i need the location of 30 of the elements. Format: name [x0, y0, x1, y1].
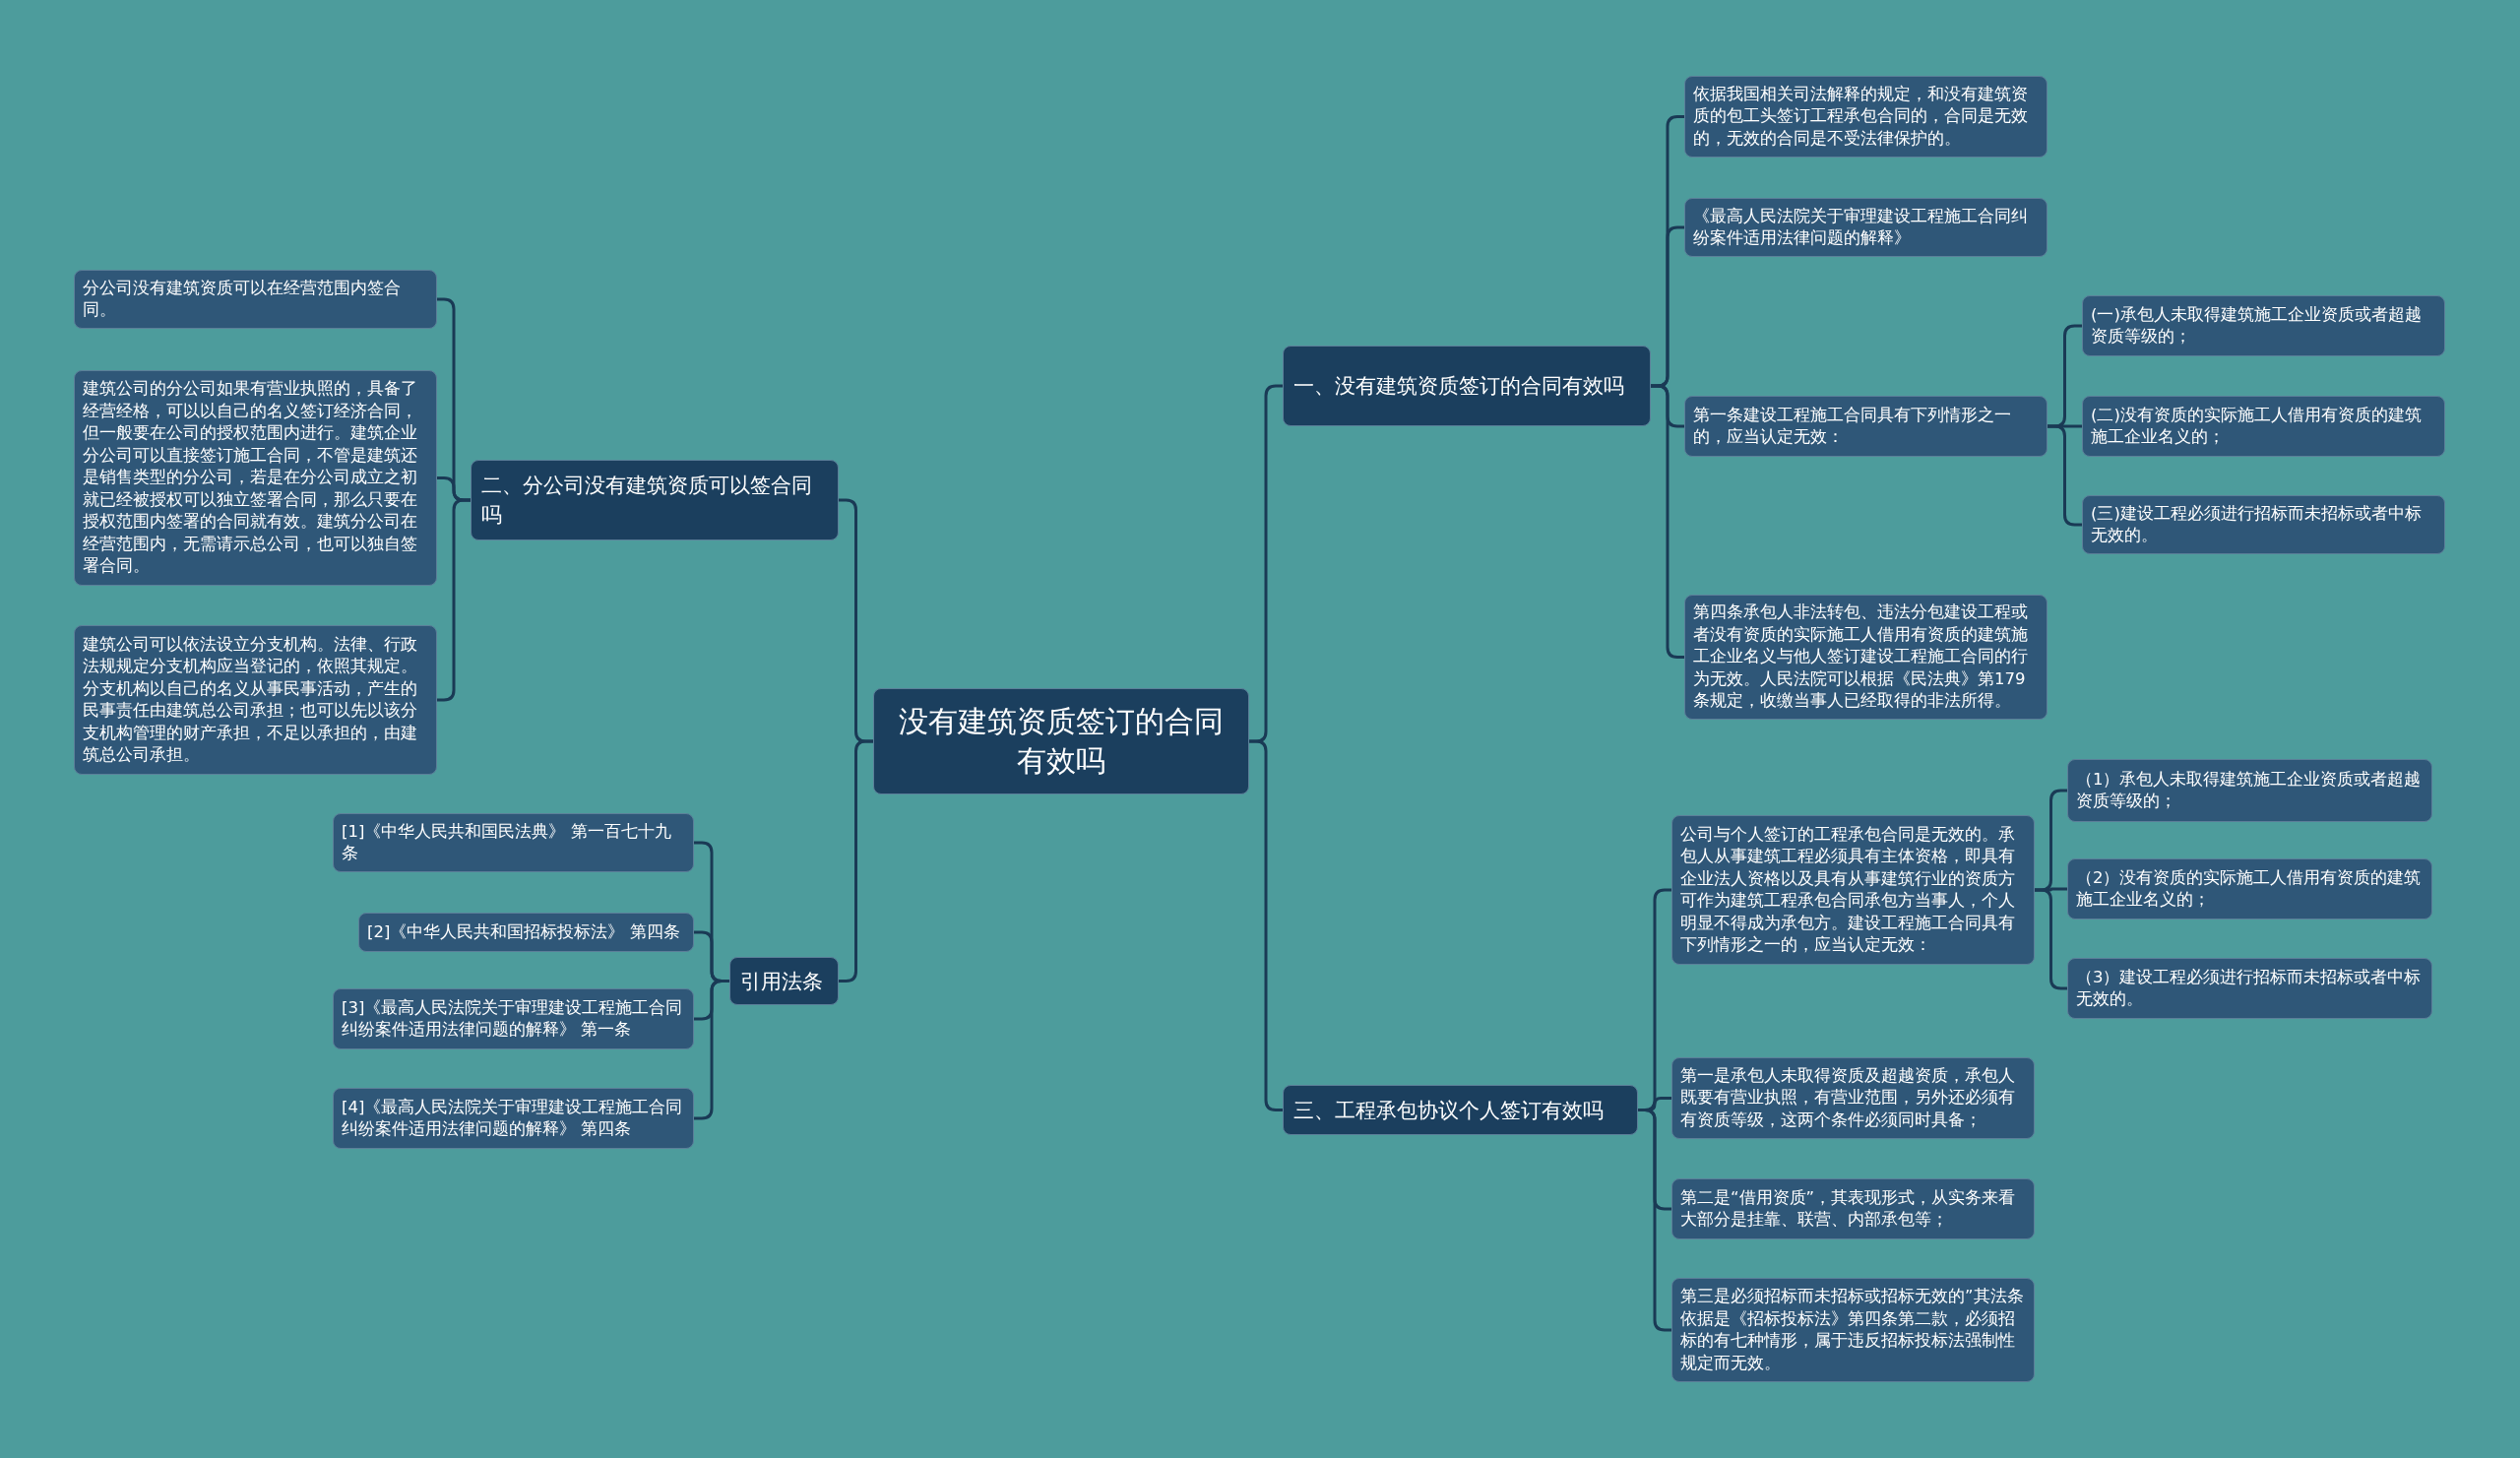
leaf-topic-box: [1]《中华人民共和国民法典》 第一百七十九条 [333, 813, 694, 872]
leaf-topic-box: 建筑公司可以依法设立分支机构。法律、行政法规规定分支机构应当登记的，依照其规定。分支机构以自己的名义从事民事活动，产生的民事责任由建筑总公司承担；也可以先以该分支机构管理的财产承担，不足以承担的，由建筑总公司承担。 [74, 625, 437, 775]
connector-line [2035, 888, 2067, 990]
leaf-topic-box: (三)建设工程必须进行招标而未招标或者中标无效的。 [2082, 495, 2445, 554]
leaf-topic-box: [2]《中华人民共和国招标投标法》 第四条 [358, 913, 694, 952]
branch-topic-box: 三、工程承包协议个人签订有效吗 [1283, 1085, 1638, 1135]
branch-topic-box: 引用法条 [729, 957, 839, 1005]
leaf-topic-box: 第一条建设工程施工合同具有下列情形之一的，应当认定无效： [1684, 396, 2048, 457]
leaf-topic-box: 第二是“借用资质”，其表现形式，从实务来看大部分是挂靠、联营、内部承包等； [1671, 1178, 2035, 1239]
leaf-topic-box: [3]《最高人民法院关于审理建设工程施工合同纠纷案件适用法律问题的解释》 第一条 [333, 988, 694, 1049]
connector-line [839, 739, 873, 983]
connector-line [2048, 424, 2082, 527]
leaf-topic-box: (二)没有资质的实际施工人借用有资质的建筑施工企业名义的； [2082, 396, 2445, 457]
leaf-topic-box: (一)承包人未取得建筑施工企业资质或者超越资质等级的； [2082, 295, 2445, 356]
branch-topic-box: 一、没有建筑资质签订的合同有效吗 [1283, 346, 1651, 426]
leaf-topic-box: 第三是必须招标而未招标或招标无效的”其法条依据是《招标投标法》第四条第二款，必须招标的有七种情形，属于违反招标投标法强制性规定而无效。 [1671, 1278, 2035, 1382]
leaf-topic-box: [4]《最高人民法院关于审理建设工程施工合同纠纷案件适用法律问题的解释》 第四条 [333, 1088, 694, 1149]
leaf-topic-box: （1）承包人未取得建筑施工企业资质或者超越资质等级的； [2067, 759, 2432, 822]
branch-topic-box: 二、分公司没有建筑资质可以签合同吗 [471, 460, 839, 540]
leaf-topic-box: 《最高人民法院关于审理建设工程施工合同纠纷案件适用法律问题的解释》 [1684, 198, 2048, 257]
leaf-topic-box: 依据我国相关司法解释的规定，和没有建筑资质的包工头签订工程承包合同的，合同是无效的，无效的合同是不受法律保护的。 [1684, 76, 2048, 158]
leaf-topic-box: （2）没有资质的实际施工人借用有资质的建筑施工企业名义的； [2067, 858, 2432, 919]
leaf-topic-box: （3）建设工程必须进行招标而未招标或者中标无效的。 [2067, 958, 2432, 1019]
connector-line [694, 980, 729, 1120]
leaf-topic-box: 建筑公司的分公司如果有营业执照的，具备了经营经格，可以以自己的名义签订经济合同，但一般要在公司的授权范围内进行。建筑企业分公司可以直接签订施工合同，不管是建筑还是销售类型的分公司，若是在分公司成立之初就已经被授权可以独立签署合同，那么只要在授权范围内签署的合同就有效。建筑分公司在经营范围内，无需请示总公司，也可以独自签署合同。 [74, 370, 437, 586]
central-topic-box: 没有建筑资质签订的合同有效吗 [873, 688, 1249, 794]
leaf-topic-box: 公司与个人签订的工程承包合同是无效的。承包人从事建筑工程必须具有主体资格，即具有企业法人资格以及具有从事建筑行业的资质方可作为建筑工程承包合同承包方当事人，个人明显不得成为承包方。建设工程施工合同具有下列情形之一的，应当认定无效： [1671, 815, 2035, 965]
leaf-topic-box: 第四条承包人非法转包、违法分包建设工程或者没有资质的实际施工人借用有资质的建筑施工企业名义与他人签订建设工程施工合同的行为无效。人民法院可以根据《民法典》第179条规定，收缴当事人已经取得的非法所得。 [1684, 595, 2048, 720]
leaf-topic-box: 第一是承包人未取得资质及超越资质，承包人既要有营业执照，有营业范围，另外还必须有有资质等级，这两个条件必须同时具备； [1671, 1057, 2035, 1139]
leaf-topic-box: 分公司没有建筑资质可以在经营范围内签合同。 [74, 270, 437, 329]
